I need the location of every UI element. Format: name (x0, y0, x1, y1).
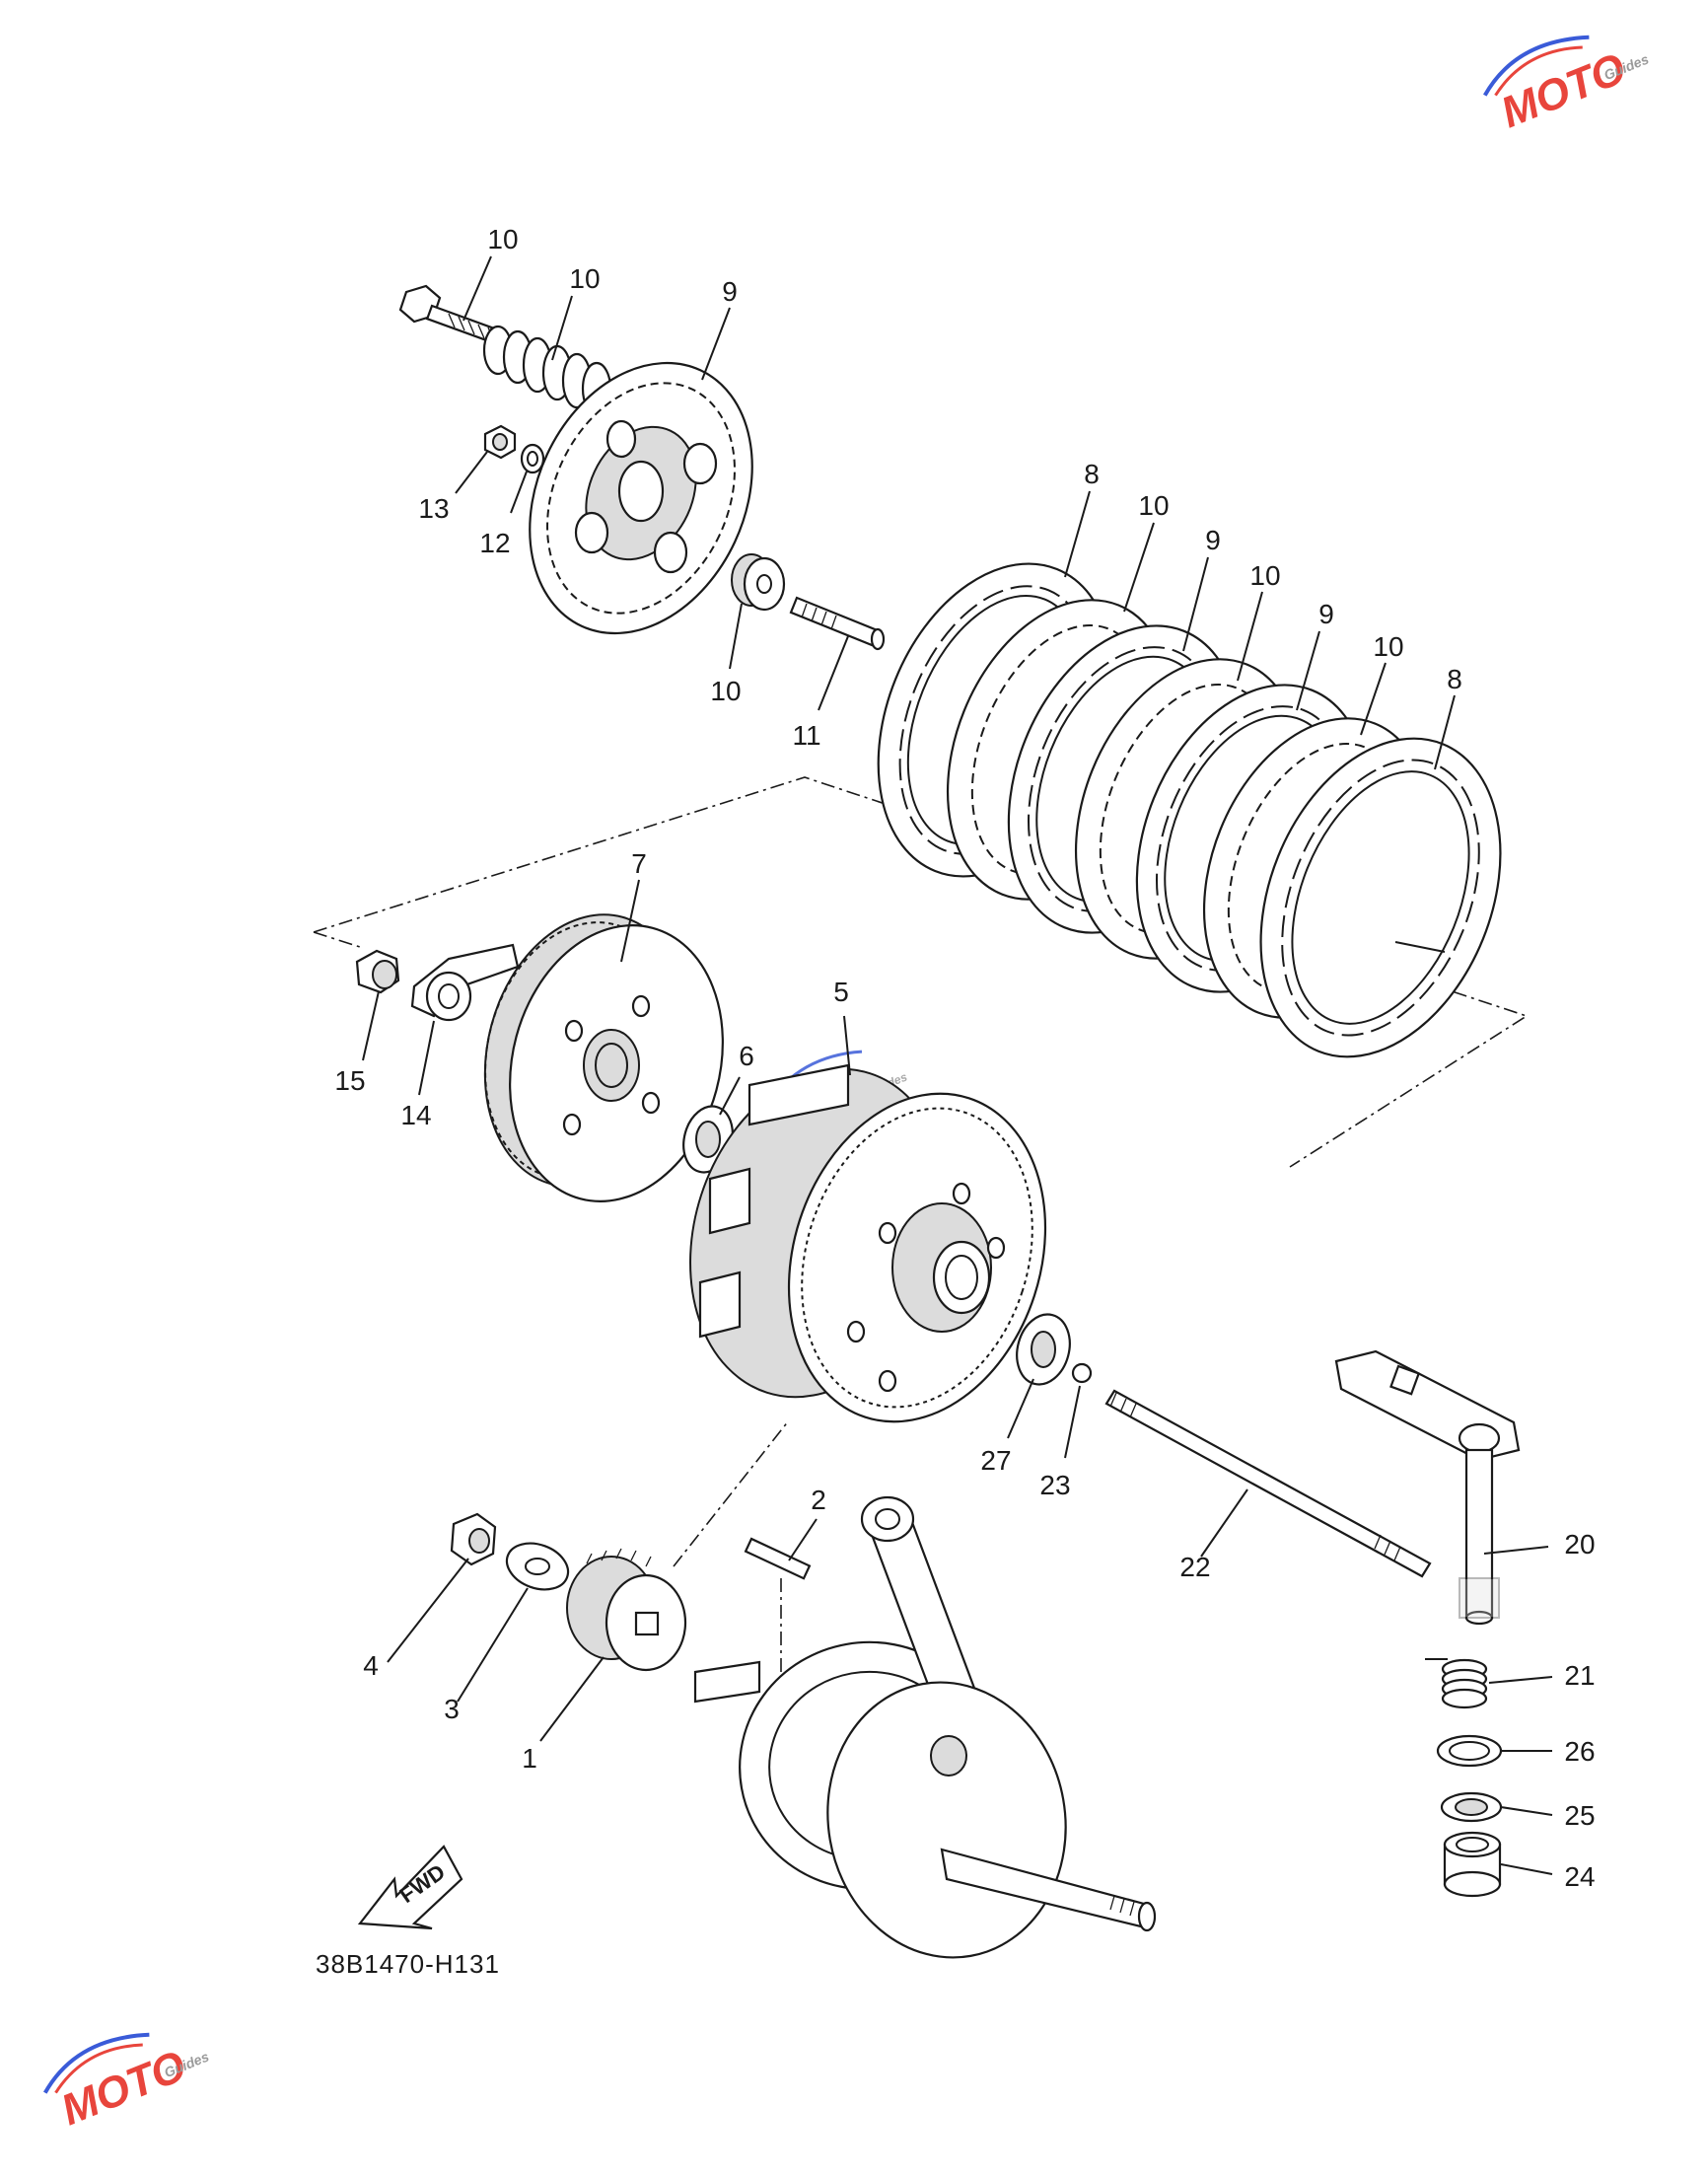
callout-22: 22 (1179, 1552, 1210, 1582)
part-26-circlip (1436, 1734, 1503, 1768)
part-3-washer (505, 1542, 570, 1591)
callout-19: 15 (334, 1065, 365, 1096)
callout-14: 10 (710, 676, 741, 706)
part-16-washer (520, 443, 545, 474)
callout-8: 8 (1084, 459, 1100, 489)
callout-24: 24 (1564, 1861, 1595, 1892)
part-2-woodruff-key (744, 1537, 812, 1580)
callout-5: 5 (833, 977, 849, 1007)
callout-25: 25 (1564, 1800, 1595, 1831)
callout-27: 27 (980, 1445, 1011, 1476)
part-14-cap (731, 553, 786, 612)
callout-10: 10 (1138, 490, 1169, 521)
part-23-steel-ball (1071, 1362, 1093, 1384)
callout-labels: 10 10 9 13 12 10 11 8 10 9 10 9 10 8 7 1… (334, 224, 1595, 1892)
part-24-bearing (1443, 1831, 1502, 1898)
callout-10: 10 (1373, 631, 1403, 662)
callout-12: 10 (569, 263, 600, 294)
callout-15: 11 (792, 720, 820, 751)
leader-lines (362, 255, 1553, 1875)
callout-4: 4 (363, 1650, 379, 1681)
callout-9: 9 (1318, 599, 1334, 629)
diagram-code: 38B1470-H131 (316, 1949, 500, 1979)
group-outline (313, 776, 1529, 1168)
callout-6: 6 (739, 1041, 754, 1071)
part-27-thrust-washer (1016, 1313, 1071, 1386)
part-18-lock-washer (410, 943, 520, 1022)
group-outline-tick (313, 931, 361, 948)
part-21-spring (1425, 1658, 1488, 1709)
part-13-bolt (398, 284, 499, 344)
callout-17: 13 (418, 493, 449, 524)
callout-21: 21 (1564, 1660, 1595, 1691)
part-17-nut (483, 424, 517, 460)
callout-18: 14 (400, 1100, 431, 1130)
part-19-nut (355, 949, 400, 994)
watermark-top-right: MOTO Guides (1483, 35, 1651, 138)
part-5-clutch-housing (689, 1063, 1047, 1423)
clutch-plate-stack (877, 562, 1502, 1058)
callout-26: 26 (1564, 1736, 1595, 1767)
part-8-friction-plate (1259, 737, 1502, 1058)
callout-20: 20 (1564, 1529, 1595, 1560)
callout-1: 1 (522, 1743, 537, 1774)
callout-3: 3 (444, 1694, 460, 1724)
part-20-push-lever-shaft (1334, 1349, 1521, 1626)
callout-8: 8 (1447, 664, 1462, 694)
crankshaft (693, 1495, 1157, 1959)
part-4-nut (450, 1512, 497, 1566)
callout-13: 10 (487, 224, 518, 254)
part-22-push-rod (1104, 1389, 1432, 1578)
part-15-push-rod (789, 596, 886, 651)
part-11-pressure-plate (529, 361, 753, 635)
callout-23: 23 (1039, 1470, 1070, 1500)
callout-9: 9 (1205, 525, 1221, 555)
part-25-oil-seal (1440, 1791, 1503, 1823)
fwd-arrow: FWD (357, 1845, 463, 1930)
watermark-text: MOTO (1494, 44, 1632, 138)
part-1-primary-drive-gear (566, 1548, 687, 1672)
watermark-bottom-left: MOTO Guides (43, 2032, 211, 2136)
callout-7: 7 (631, 848, 647, 879)
callout-2: 2 (811, 1485, 826, 1515)
callout-16: 12 (479, 528, 510, 558)
callout-10: 10 (1249, 560, 1280, 591)
part-7-clutch-boss (483, 913, 724, 1202)
callout-11: 9 (722, 276, 738, 307)
watermark-text: MOTO (54, 2042, 192, 2136)
